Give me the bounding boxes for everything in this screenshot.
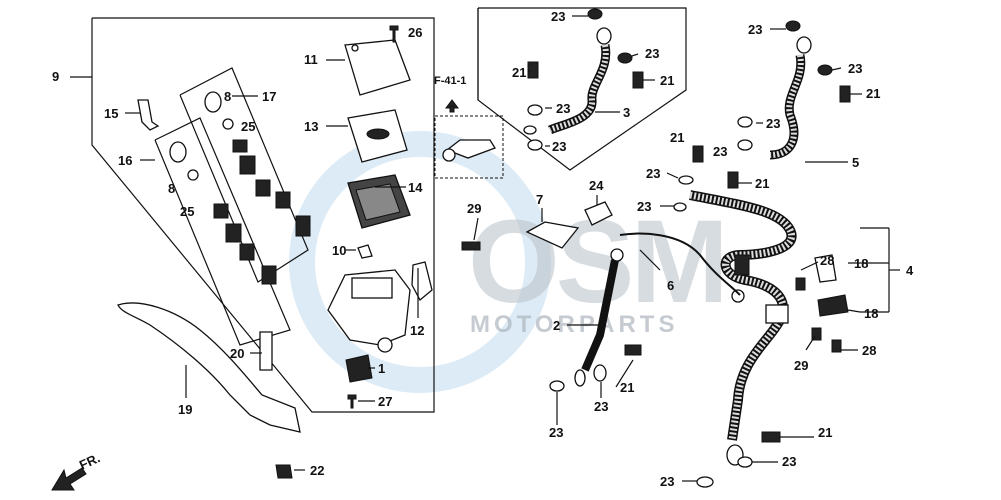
part-label-8: 8 bbox=[168, 181, 175, 196]
part-label-22: 22 bbox=[310, 463, 324, 478]
part-label-13: 13 bbox=[304, 119, 318, 134]
part-label-16: 16 bbox=[118, 153, 132, 168]
part-label-18: 18 bbox=[854, 256, 868, 271]
part-label-23: 23 bbox=[848, 61, 862, 76]
part-label-25: 25 bbox=[180, 204, 194, 219]
screw bbox=[389, 25, 399, 43]
part-label-21: 21 bbox=[755, 176, 769, 191]
part-label-2: 2 bbox=[553, 318, 560, 333]
part-label-23: 23 bbox=[660, 474, 674, 489]
part-label-14: 14 bbox=[408, 180, 423, 195]
brake-switch bbox=[345, 354, 373, 383]
front-arrow: FR. bbox=[51, 450, 102, 491]
part-label-15: 15 bbox=[104, 106, 118, 121]
part-label-21: 21 bbox=[818, 425, 832, 440]
part-label-3: 3 bbox=[623, 105, 630, 120]
part-label-10: 10 bbox=[332, 243, 346, 258]
piston-kit-group bbox=[137, 91, 311, 285]
part-label-5: 5 bbox=[852, 155, 859, 170]
part-labels: 9 15 16 8 25 8 17 25 11 13 14 10 12 1 27… bbox=[52, 9, 914, 489]
part-label-21: 21 bbox=[670, 130, 684, 145]
part-label-23: 23 bbox=[766, 116, 780, 131]
part-label-23: 23 bbox=[549, 425, 563, 440]
clip bbox=[357, 244, 373, 259]
part-label-24: 24 bbox=[589, 178, 604, 193]
front-label: FR. bbox=[77, 450, 102, 472]
part-label-19: 19 bbox=[178, 402, 192, 417]
part-label-26: 26 bbox=[408, 25, 422, 40]
part-label-12: 12 bbox=[410, 323, 424, 338]
part-label-23: 23 bbox=[556, 101, 570, 116]
part-label-21: 21 bbox=[512, 65, 526, 80]
part-label-6: 6 bbox=[667, 278, 674, 293]
part-label-1: 1 bbox=[378, 361, 385, 376]
part-label-23: 23 bbox=[748, 22, 762, 37]
part-label-21: 21 bbox=[660, 73, 674, 88]
holder bbox=[411, 261, 433, 302]
leader-lines bbox=[70, 59, 900, 471]
part-label-8: 8 bbox=[224, 89, 231, 104]
part-label-28: 28 bbox=[862, 343, 876, 358]
master-cylinder-group bbox=[327, 25, 433, 409]
part-label-7: 7 bbox=[536, 192, 543, 207]
brake-lever bbox=[117, 302, 301, 479]
part-label-29: 29 bbox=[467, 201, 481, 216]
part-label-23: 23 bbox=[782, 454, 796, 469]
part-label-27: 27 bbox=[378, 394, 392, 409]
part-label-23: 23 bbox=[645, 46, 659, 61]
screw bbox=[347, 394, 357, 409]
frame-lines bbox=[91, 7, 890, 413]
part-label-17: 17 bbox=[262, 89, 276, 104]
part-label-11: 11 bbox=[304, 52, 318, 67]
watermark-circle bbox=[289, 131, 551, 393]
part-label-23: 23 bbox=[713, 144, 727, 159]
part-label-23: 23 bbox=[551, 9, 565, 24]
part-label-9: 9 bbox=[52, 69, 59, 84]
section-ref-box: F-41-1 bbox=[434, 75, 504, 179]
part-label-23: 23 bbox=[552, 139, 566, 154]
part-label-4: 4 bbox=[906, 263, 914, 278]
part-label-23: 23 bbox=[637, 199, 651, 214]
part-label-18: 18 bbox=[864, 306, 878, 321]
part-label-28: 28 bbox=[820, 253, 834, 268]
hoses-group bbox=[461, 8, 851, 488]
part-label-23: 23 bbox=[646, 166, 660, 181]
part-label-21: 21 bbox=[620, 380, 634, 395]
reservoir-cap bbox=[344, 39, 411, 96]
part-label-21: 21 bbox=[866, 86, 880, 101]
part-label-23: 23 bbox=[594, 399, 608, 414]
part-label-25: 25 bbox=[241, 119, 255, 134]
section-ref-label: F-41-1 bbox=[434, 75, 466, 87]
leader-lines-right bbox=[473, 15, 862, 482]
part-label-20: 20 bbox=[230, 346, 244, 361]
part-label-29: 29 bbox=[794, 358, 808, 373]
arrow-fr-icon bbox=[51, 467, 87, 491]
